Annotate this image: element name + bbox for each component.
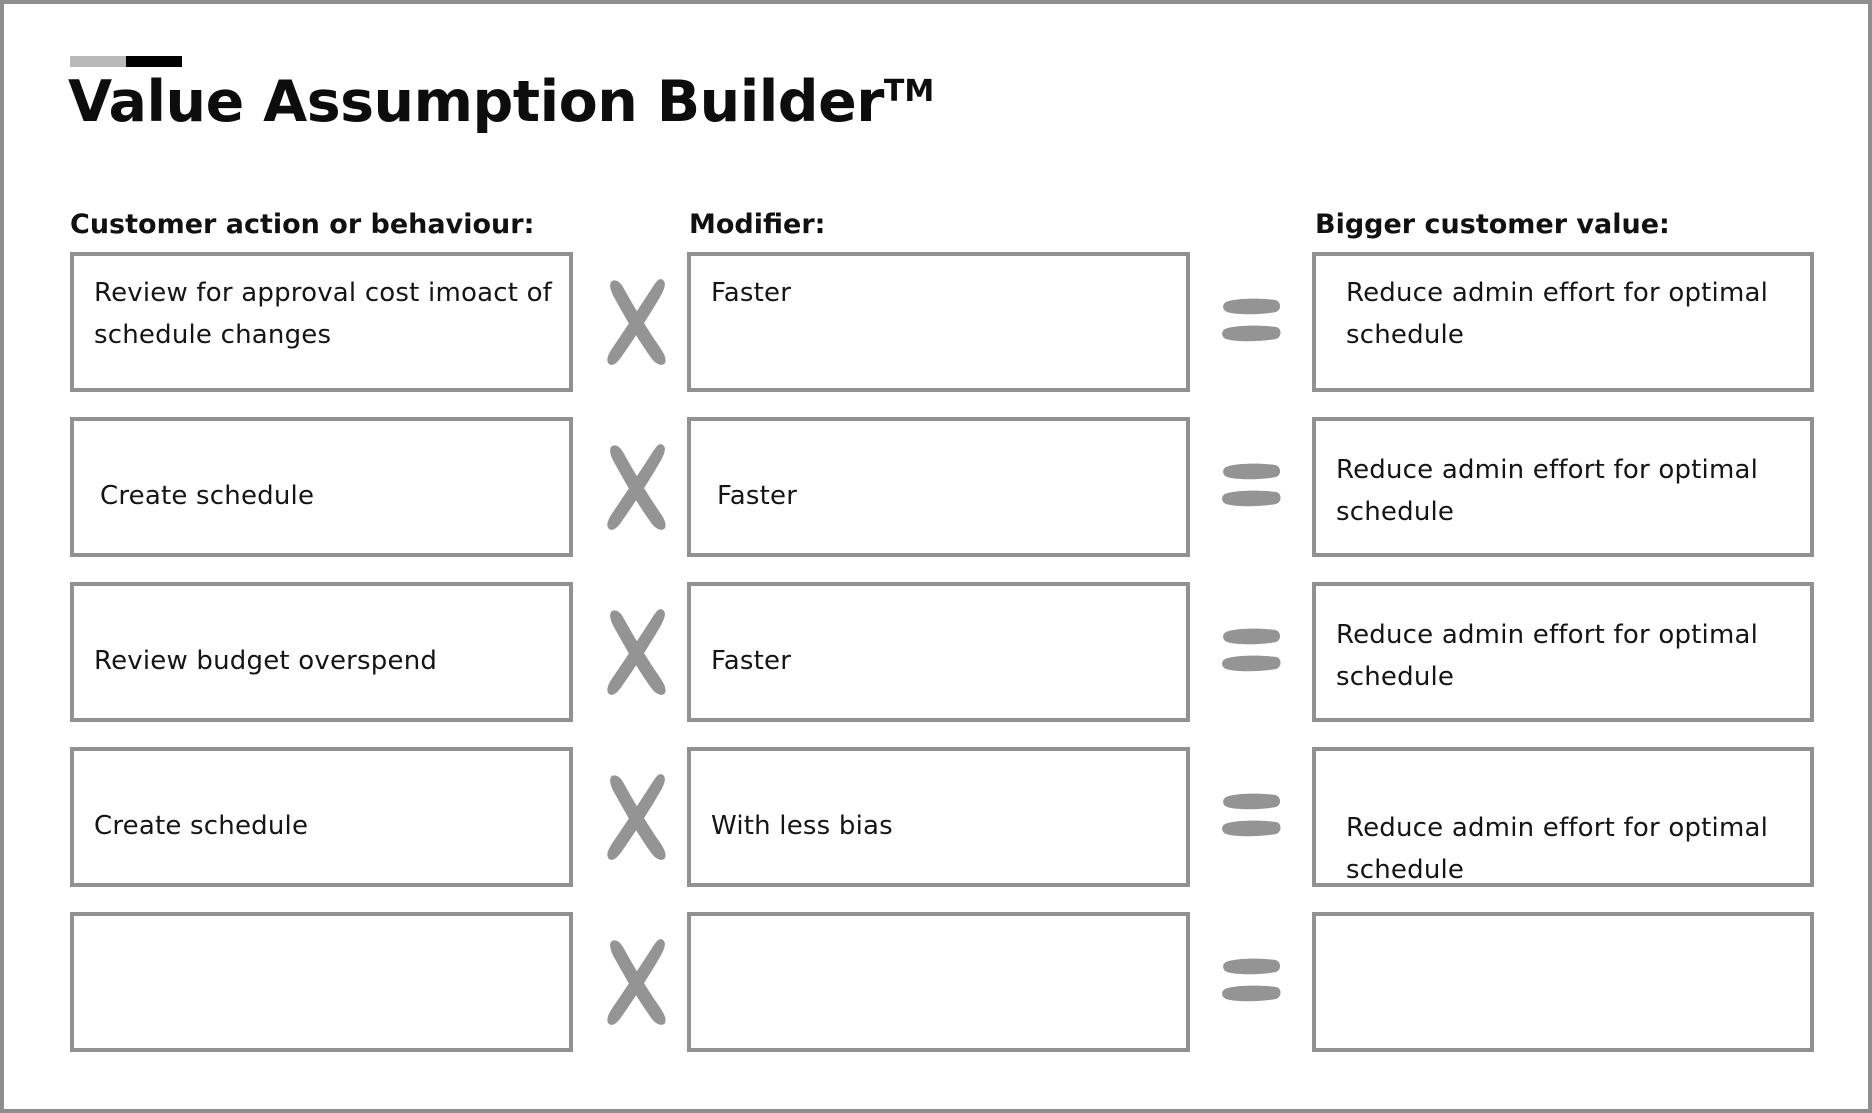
multiply-icon: [584, 417, 692, 557]
equals-icon: [1194, 252, 1310, 392]
modifier-cell-text: Faster: [711, 646, 792, 676]
equals-icon: [1194, 417, 1310, 557]
value-cell[interactable]: Reduce admin effort for optimal schedule: [1312, 417, 1814, 557]
value-cell[interactable]: [1312, 912, 1814, 1052]
value-cell[interactable]: Reduce admin effort for optimal schedule: [1312, 747, 1814, 887]
modifier-cell-text: Faster: [711, 278, 792, 308]
multiply-icon: [584, 747, 692, 887]
action-cell-text: Review for approval cost imoact of sched…: [94, 278, 561, 350]
brand-bar-segment-dark: [126, 56, 182, 67]
assumption-row: Create schedule Faster Reduce admin effo…: [4, 417, 1872, 557]
modifier-cell[interactable]: Faster: [687, 252, 1190, 392]
equals-icon: [1194, 582, 1310, 722]
column-header-value: Bigger customer value:: [1315, 209, 1670, 240]
action-cell[interactable]: Review budget overspend: [70, 582, 573, 722]
value-cell[interactable]: Reduce admin effort for optimal schedule: [1312, 582, 1814, 722]
modifier-cell[interactable]: Faster: [687, 417, 1190, 557]
column-header-modifier: Modifier:: [689, 209, 826, 240]
assumption-row: Review for approval cost imoact of sched…: [4, 252, 1872, 392]
value-cell-text: Reduce admin effort for optimal schedule: [1346, 813, 1777, 885]
modifier-cell-text: With less bias: [711, 811, 893, 841]
page-title-text: Value Assumption Builder: [68, 69, 884, 135]
equals-icon: [1194, 912, 1310, 1052]
action-cell-text: Create schedule: [100, 481, 315, 511]
equals-icon: [1194, 747, 1310, 887]
value-cell-text: Reduce admin effort for optimal schedule: [1346, 278, 1777, 350]
value-cell[interactable]: Reduce admin effort for optimal schedule: [1312, 252, 1814, 392]
modifier-cell[interactable]: [687, 912, 1190, 1052]
modifier-cell[interactable]: Faster: [687, 582, 1190, 722]
value-cell-text: Reduce admin effort for optimal schedule: [1336, 455, 1767, 527]
modifier-cell-text: Faster: [717, 481, 798, 511]
value-cell-text: Reduce admin effort for optimal schedule: [1336, 620, 1767, 692]
multiply-icon: [584, 582, 692, 722]
assumption-row: Create schedule With less bias Reduce ad…: [4, 747, 1872, 887]
modifier-cell[interactable]: With less bias: [687, 747, 1190, 887]
assumption-row: [4, 912, 1872, 1052]
action-cell-text: Create schedule: [94, 811, 309, 841]
action-cell[interactable]: Create schedule: [70, 417, 573, 557]
column-header-action: Customer action or behaviour:: [70, 209, 535, 240]
multiply-icon: [584, 252, 692, 392]
assumption-row: Review budget overspend Faster Reduce ad…: [4, 582, 1872, 722]
brand-bar-segment-light: [70, 56, 126, 67]
action-cell[interactable]: Review for approval cost imoact of sched…: [70, 252, 573, 392]
assumption-grid: Review for approval cost imoact of sched…: [4, 252, 1872, 1077]
trademark-mark: TM: [883, 74, 935, 109]
multiply-icon: [584, 912, 692, 1052]
action-cell[interactable]: [70, 912, 573, 1052]
page-title: Value Assumption BuilderTM: [68, 69, 935, 136]
brand-accent-bar: [70, 56, 182, 67]
action-cell-text: Review budget overspend: [94, 646, 438, 676]
action-cell[interactable]: Create schedule: [70, 747, 573, 887]
